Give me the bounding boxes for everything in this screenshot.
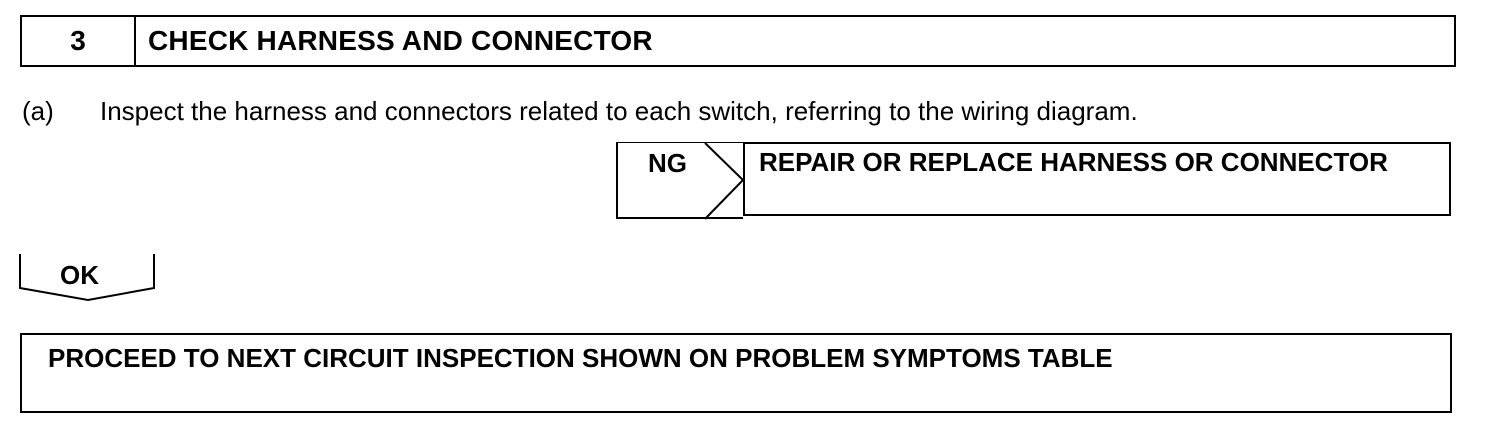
ok-arrow-icon [19, 254, 155, 302]
step-number: 3 [22, 17, 136, 65]
ng-label: NG [648, 148, 687, 178]
instruction: (a) Inspect the harness and connectors r… [22, 96, 1138, 127]
ok-label: OK [60, 260, 99, 290]
instruction-label: (a) [22, 96, 54, 126]
instruction-text: Inspect the harness and connectors relat… [100, 96, 1138, 126]
ng-action-box: REPAIR OR REPLACE HARNESS OR CONNECTOR [743, 142, 1451, 216]
step-title: CHECK HARNESS AND CONNECTOR [148, 25, 653, 56]
step-header: 3 CHECK HARNESS AND CONNECTOR [20, 15, 1456, 67]
result-box: PROCEED TO NEXT CIRCUIT INSPECTION SHOWN… [20, 333, 1452, 413]
